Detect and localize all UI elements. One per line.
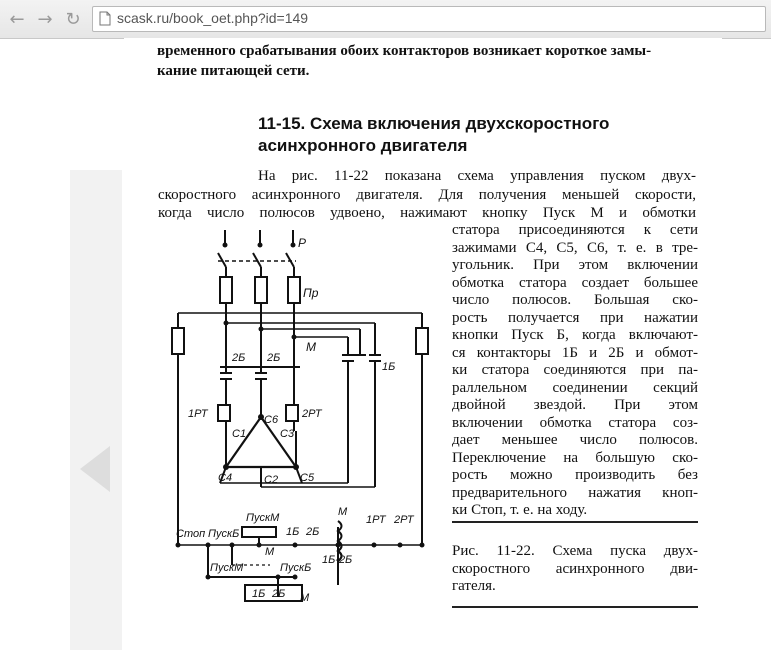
text-line: раллельном соединении секций xyxy=(452,379,698,396)
pusk-m-bottom-label: ПускМ xyxy=(210,562,244,574)
text-line: рость можно производить без xyxy=(452,467,698,483)
body-paragraph-column: статора присоединяются к сети зажимами С… xyxy=(452,222,698,520)
address-bar[interactable]: scask.ru/book_oet.php?id=149 xyxy=(92,6,766,32)
reload-icon: ↻ xyxy=(65,8,81,30)
pusk-b-bottom-label: ПускБ xyxy=(280,562,311,574)
pusk-m-label: ПускМ xyxy=(246,512,280,524)
m-contact-label: М xyxy=(306,340,316,354)
text-line: число полюсов. Большая ско- xyxy=(452,292,698,308)
interlock-1b-label: 1Б xyxy=(286,526,299,538)
terminal-c1-label: С1 xyxy=(232,428,246,440)
caption-line: Рис. 11-22. Схема пуска двух- xyxy=(452,543,698,559)
relay-1rt-label: 1РТ xyxy=(188,408,209,420)
text-line: предварительного нажатия кноп- xyxy=(452,484,698,501)
caption-rule-top xyxy=(452,521,698,523)
figure-caption: Рис. 11-22. Схема пуска двух- скоростног… xyxy=(452,543,698,596)
coil-1b-2b-label: 1Б-2Б xyxy=(322,554,352,566)
terminal-c6-label: С6 xyxy=(264,414,279,426)
section-heading: 11-15. Схема включения двухскоростного а… xyxy=(258,113,698,157)
text-line: ки статора соединяются при па- xyxy=(452,362,698,378)
arrow-left-icon: ← xyxy=(9,8,25,30)
contact-2b-left-label: 2Б xyxy=(231,352,245,364)
forward-button[interactable]: → xyxy=(34,8,56,30)
coil-m-label: М xyxy=(338,506,348,518)
back-button[interactable]: ← xyxy=(6,8,28,30)
text-line: скоростного асинхронного двигателя. Для … xyxy=(158,186,696,203)
reload-button[interactable]: ↻ xyxy=(62,8,84,30)
text-line: угольник. При этом включении xyxy=(452,257,698,273)
heading-line: 11-15. Схема включения двухскоростного xyxy=(258,114,610,133)
fuse-label: Пр xyxy=(303,286,319,300)
holding-1b-label: 1Б xyxy=(252,588,265,600)
caption-line: скоростного асинхронного дви- xyxy=(452,560,698,577)
coil-group xyxy=(336,520,343,562)
terminal-c5-label: С5 xyxy=(300,472,315,484)
caption-line: гателя. xyxy=(452,578,496,594)
text-line: ся контакторы 1Б и 2Б и обмот- xyxy=(452,344,698,361)
text-line: включении обмотка статора соз- xyxy=(452,414,698,431)
text-line: двойной звездой. При этом xyxy=(452,397,698,413)
text-line: дает меньшее число полюсов. xyxy=(452,432,698,448)
interlock-2b-label: 2Б xyxy=(305,526,319,538)
terminal-dots xyxy=(175,242,425,580)
relay-2rt-label: 2РТ xyxy=(301,408,323,420)
book-page xyxy=(124,38,722,650)
terminal-c3-label: С3 xyxy=(280,428,295,440)
holding-2b-label: 2Б xyxy=(271,588,285,600)
contact-2b-right-label: 2Б xyxy=(266,352,280,364)
text-line: обмотка статора создает большее xyxy=(452,274,698,291)
url-text: scask.ru/book_oet.php?id=149 xyxy=(117,10,309,26)
caption-rule-bottom xyxy=(452,606,698,608)
contact-2rt-label: 2РТ xyxy=(393,514,415,526)
page-icon xyxy=(99,11,111,26)
stop-button-label: Стоп xyxy=(176,528,205,540)
terminal-c4-label: С4 xyxy=(218,472,232,484)
pusk-b-label: ПускБ xyxy=(208,528,239,540)
terminal-c2-label: С2 xyxy=(264,474,278,486)
interlock-m-label: М xyxy=(300,592,310,604)
contact-1b-label: 1Б xyxy=(382,361,395,373)
browser-toolbar: ← → ↻ scask.ru/book_oet.php?id=149 xyxy=(0,0,771,39)
contact-1rt-label: 1РТ xyxy=(366,514,387,526)
body-paragraph-wide: На рис. 11-22 показана схема управления … xyxy=(158,167,696,223)
text-line: статора присоединяются к сети xyxy=(452,222,698,238)
m-interlock-label: М xyxy=(265,546,275,558)
circuit-diagram: Р Пр М 2Б 2Б 1Б 1РТ 2РТ С1 С6 С3 С4 С2 С… xyxy=(171,230,429,604)
previous-section-tail: временного срабатывания обоих контакторо… xyxy=(157,41,697,81)
text-line: рость получается при нажатии xyxy=(452,309,698,326)
reader-side-panel xyxy=(70,170,122,650)
heading-line: асинхронного двигателя xyxy=(258,136,468,155)
diagram-wiring xyxy=(171,230,429,602)
text-line: На рис. 11-22 показана схема управления … xyxy=(258,168,696,184)
text-line: когда число полюсов удвоено, нажимают кн… xyxy=(158,205,696,221)
switch-label: Р xyxy=(298,236,306,250)
text-line: кнопки Пуск Б, когда включают- xyxy=(452,327,698,343)
arrow-right-icon: → xyxy=(37,8,53,30)
text-line: ки Стоп, т. е. на ходу. xyxy=(452,502,588,518)
text-line: временного срабатывания обоих контакторо… xyxy=(157,43,652,59)
text-line: зажимами С4, С5, С6, т. е. в тре- xyxy=(452,239,698,256)
previous-page-arrow-icon[interactable] xyxy=(80,446,110,492)
text-line: кание питающей сети. xyxy=(157,63,310,79)
text-line: Переключение на большую ско- xyxy=(452,449,698,466)
